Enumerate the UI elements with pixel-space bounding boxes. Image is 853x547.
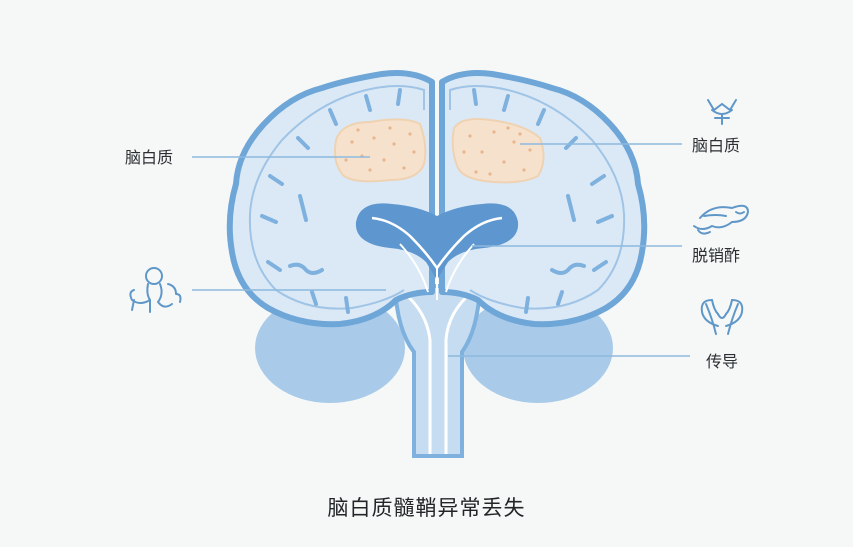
brain-stem bbox=[392, 284, 483, 458]
white-matter-left bbox=[334, 118, 427, 183]
brain-icon bbox=[700, 298, 744, 335]
ventricle bbox=[355, 203, 519, 280]
sulci-marks bbox=[260, 88, 614, 314]
neuron-icon bbox=[707, 99, 737, 125]
label-white-matter-right: 脑白质 bbox=[692, 136, 741, 155]
leader-lines bbox=[192, 143, 690, 357]
white-matter-dots bbox=[344, 126, 532, 176]
label-demyelination: 脱销酢 bbox=[692, 246, 741, 265]
label-white-matter-left: 脑白质 bbox=[125, 148, 174, 167]
fiber-tracts bbox=[399, 243, 475, 300]
person-icon bbox=[129, 267, 182, 313]
label-conduction: 传导 bbox=[706, 352, 739, 371]
myelin-sheath-icon bbox=[693, 204, 750, 235]
diagram-caption: 脑白质髓鞘异常丢失 bbox=[327, 496, 526, 520]
